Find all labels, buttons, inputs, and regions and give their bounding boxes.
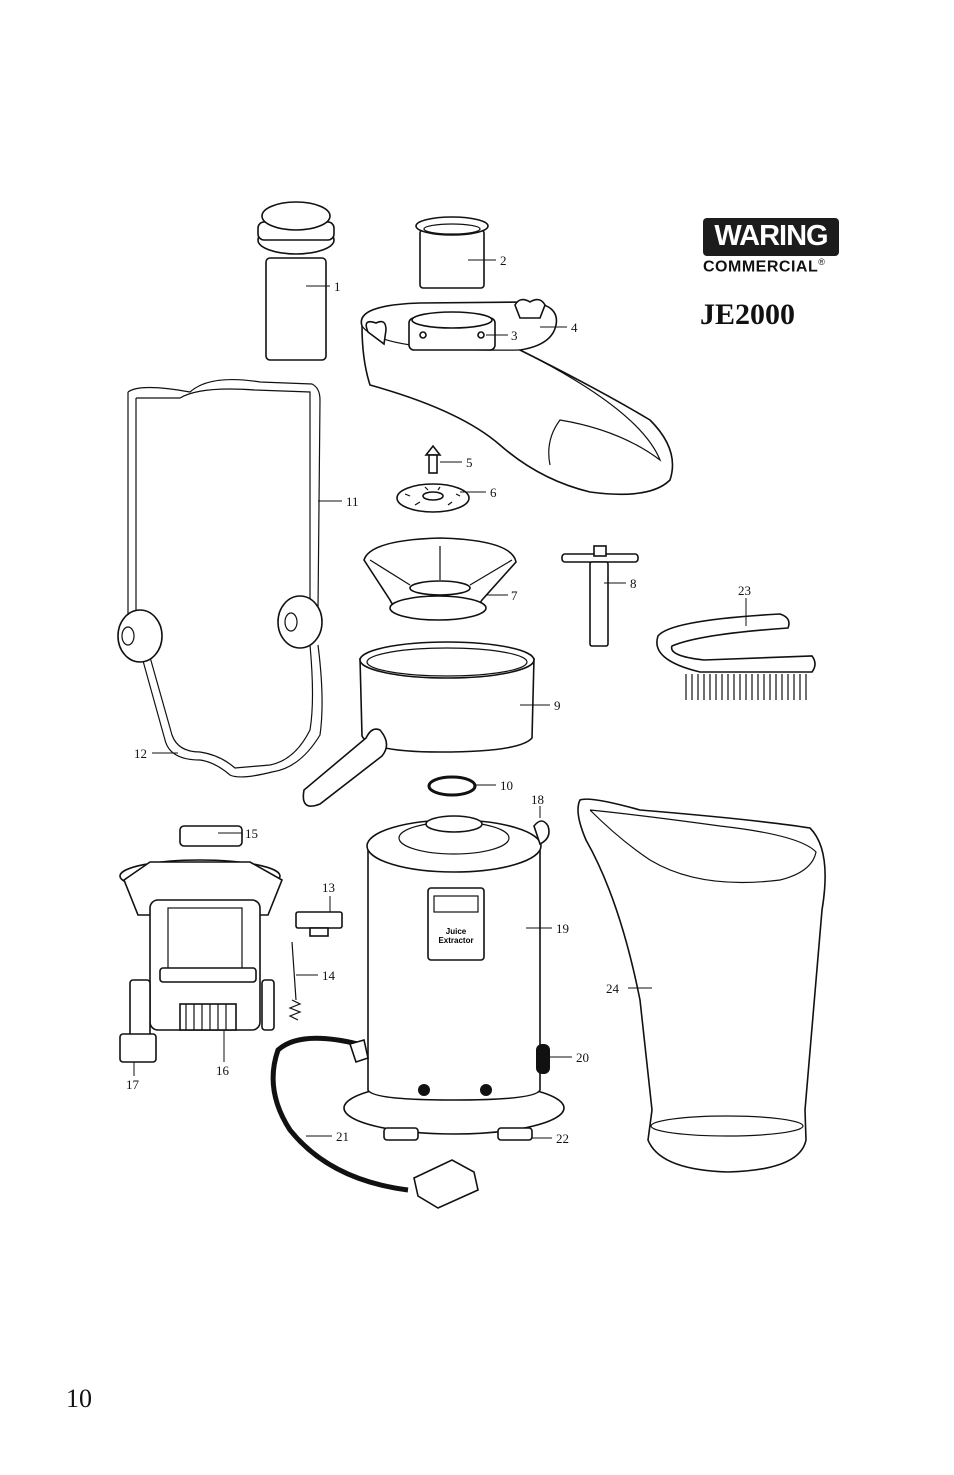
part-8-t-wrench [561,545,639,647]
callout-17: 17 [126,1077,140,1092]
part-16-motor-fan [179,1003,237,1031]
part-9-pulp-bowl [302,641,535,807]
callout-labels: 1 2 3 4 5 6 7 8 9 10 11 12 13 14 15 16 1… [126,253,751,1146]
callout-12: 12 [134,746,147,761]
callout-19: 19 [556,921,569,936]
part-3-cover-ring [408,311,496,351]
brand-line2: COMMERCIAL® [703,257,853,276]
waring-commercial-logo: WARING COMMERCIAL® [703,218,853,276]
brand-line2-text: COMMERCIAL [703,258,819,276]
registered-mark: ® [818,257,826,267]
part-14-spring [288,941,302,1021]
panel-label-line2: Extractor [438,936,473,945]
callout-9: 9 [554,698,561,713]
part-2-feed-tube [415,216,489,289]
part-19-motor-base-housing [343,815,565,1135]
part-1-food-pusher [257,201,335,361]
callout-14: 14 [322,968,336,983]
callout-7: 7 [511,588,518,603]
logo-badge: WARING [703,218,839,256]
part-18-clamp-post [533,820,550,846]
callout-11: 11 [346,494,359,509]
callout-4: 4 [571,320,578,335]
callout-15: 15 [245,826,258,841]
callout-2: 2 [500,253,507,268]
part-24-pulp-container [577,798,826,1173]
part-23-cleaning-brush [656,613,816,700]
part-20-power-switch [536,1044,550,1074]
callout-5: 5 [466,455,473,470]
page-number: 10 [66,1384,92,1413]
part-22-feet [383,1127,533,1141]
part-21-power-cord [270,1035,479,1209]
part-17-motor-foot [119,1033,157,1063]
callout-8: 8 [630,576,637,591]
callout-1: 1 [334,279,341,294]
model-number: JE2000 [700,298,796,331]
part-15-motor-assembly [119,825,284,1041]
callout-3: 3 [511,328,518,343]
callout-16: 16 [216,1063,230,1078]
part-5-screw [424,444,442,474]
callout-24: 24 [606,981,620,996]
brand-name: WARING [714,220,828,252]
part-10-gasket [427,775,477,797]
callout-10: 10 [500,778,513,793]
callout-20: 20 [576,1050,589,1065]
part-6-cutter-disc [396,483,470,513]
callout-23: 23 [738,583,751,598]
callout-22: 22 [556,1131,569,1146]
part-11-safety-arm [127,378,321,620]
callout-13: 13 [322,880,335,895]
callout-21: 21 [336,1129,349,1144]
panel-label-line1: Juice [446,927,467,936]
part-13-micro-switch [295,911,343,937]
callout-6: 6 [490,485,497,500]
part-12-clamp-wire [117,595,323,778]
part-7-filter-basket [363,537,517,621]
callout-18: 18 [531,792,544,807]
